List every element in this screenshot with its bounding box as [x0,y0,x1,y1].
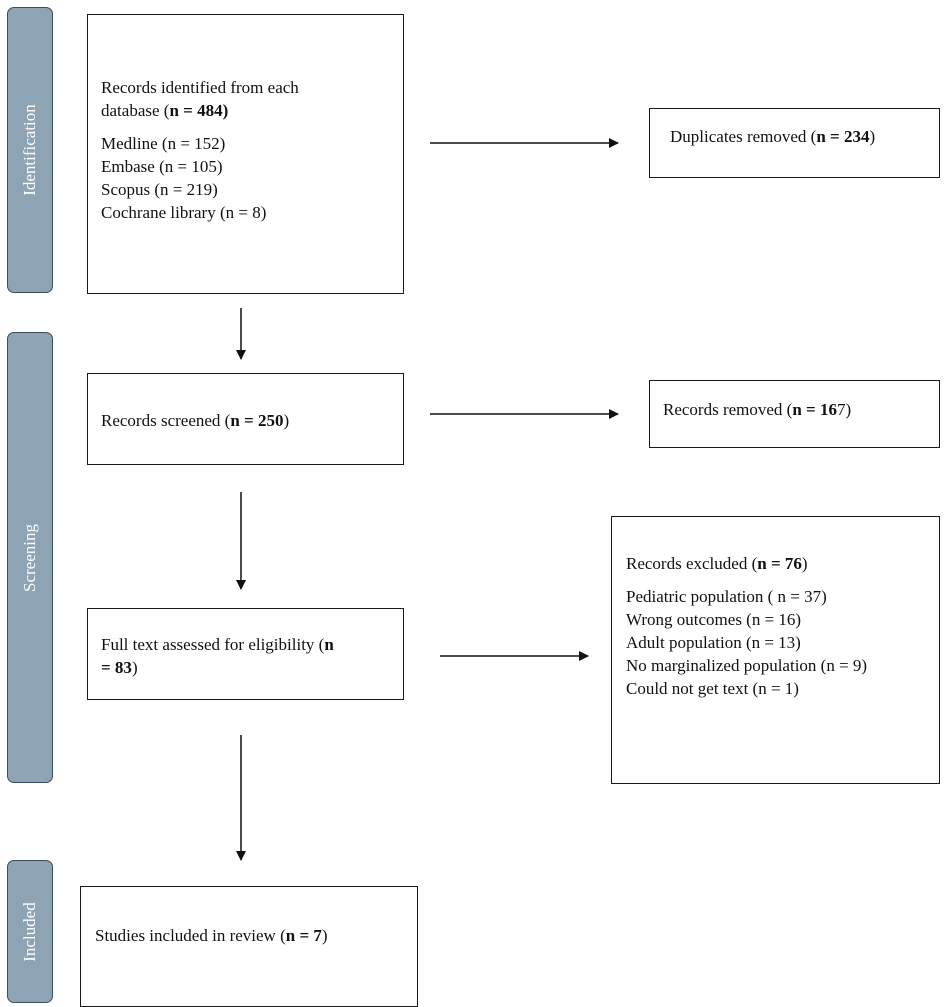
records-excluded-text: Records excluded (n = 76) [626,554,808,573]
studies-included-text: Studies included in review (n = 7) [95,926,328,945]
records-removed-text: Records removed (n = 167) [663,400,852,419]
full-text-assessed-line2: = 83) [101,658,138,677]
records-identified-line2: database (n = 484) [101,101,229,120]
duplicates-removed-text: Duplicates removed (n = 234) [670,127,876,146]
duplicates-removed-count: n = 234 [816,127,870,146]
records-identified-count: n = 484) [169,101,229,120]
records-excluded-count: n = 76 [757,554,802,573]
phase-bar-screening: Screening [7,332,53,783]
database-medline: Medline (n = 152) [101,134,226,153]
duplicates-removed-box: Duplicates removed (n = 234) [649,108,940,178]
full-text-assessed-count: = 83 [101,658,132,677]
records-removed-box: Records removed (n = 167) [649,380,940,448]
studies-included-box: Studies included in review (n = 7) [80,886,418,1007]
records-identified-line1: Records identified from each [101,78,299,97]
exclusion-reason-no-marginalized: No marginalized population (n = 9) [626,656,868,675]
database-cochrane: Cochrane library (n = 8) [101,203,267,222]
studies-included-count: n = 7 [285,926,322,945]
records-excluded-box: Records excluded (n = 76) Pediatric popu… [611,516,940,784]
database-embase: Embase (n = 105) [101,157,223,176]
exclusion-reason-no-text: Could not get text (n = 1) [626,679,799,698]
records-identified-box: Records identified from each database (n… [87,14,404,294]
phase-bar-included: Included [7,860,53,1003]
exclusion-reason-pediatric: Pediatric population ( n = 37) [626,587,827,606]
exclusion-reason-adult: Adult population (n = 13) [626,633,801,652]
database-scopus: Scopus (n = 219) [101,180,218,199]
records-screened-count: n = 250 [230,411,284,430]
full-text-assessed-line1: Full text assessed for eligibility (n [101,635,334,654]
records-screened-box: Records screened (n = 250) [87,373,404,465]
full-text-assessed-box: Full text assessed for eligibility (n = … [87,608,404,700]
records-removed-count: n = 16 [792,400,837,419]
exclusion-reason-wrong-outcomes: Wrong outcomes (n = 16) [626,610,802,629]
phase-bar-identification: Identification [7,7,53,293]
records-screened-text: Records screened (n = 250) [101,411,290,430]
